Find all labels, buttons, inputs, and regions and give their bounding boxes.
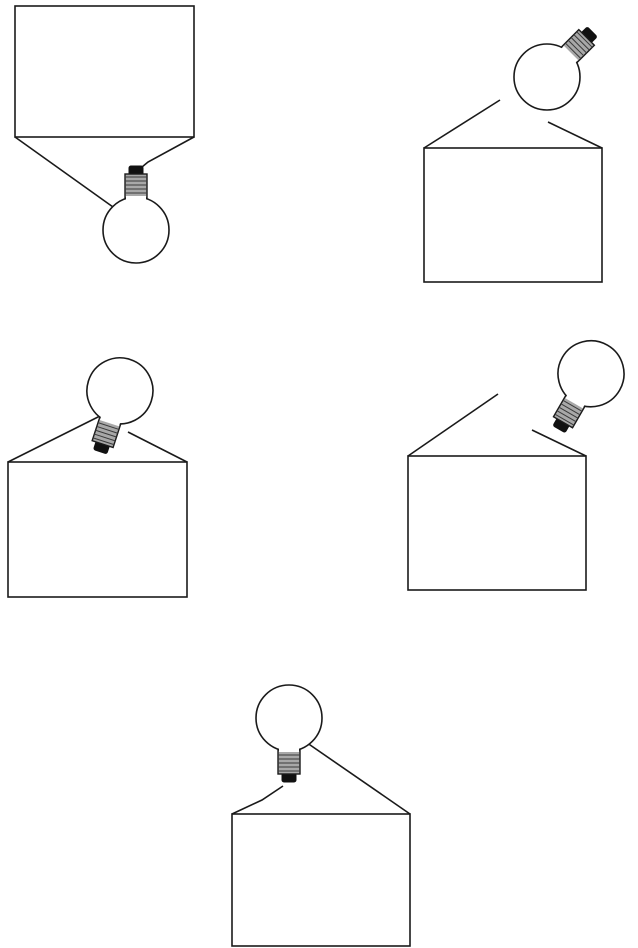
wire-c-right bbox=[127, 431, 188, 463]
panel-b bbox=[423, 7, 617, 283]
light-bulb-icon bbox=[529, 327, 637, 447]
battery-b bbox=[423, 147, 603, 283]
panel-e bbox=[231, 684, 411, 947]
wire-b-right bbox=[547, 121, 603, 149]
wire-d-right bbox=[531, 429, 587, 457]
battery-e bbox=[231, 813, 411, 947]
wire-c-left bbox=[7, 415, 101, 463]
wire-a-left bbox=[14, 136, 121, 213]
panel-c bbox=[7, 348, 188, 598]
battery-a bbox=[14, 5, 195, 138]
wire-a-right bbox=[135, 136, 195, 173]
wire-b-left bbox=[423, 99, 501, 149]
panel-a bbox=[14, 5, 195, 264]
battery-c bbox=[7, 461, 188, 598]
light-bulb-icon bbox=[499, 7, 617, 125]
wire-e-left bbox=[231, 785, 284, 815]
wire-d-left bbox=[407, 393, 499, 457]
light-bulb-icon bbox=[255, 684, 323, 783]
light-bulb-icon bbox=[67, 348, 163, 463]
light-bulb-icon bbox=[102, 165, 170, 264]
battery-d bbox=[407, 455, 587, 591]
wire-e-right bbox=[299, 737, 411, 815]
panel-d bbox=[407, 327, 637, 591]
